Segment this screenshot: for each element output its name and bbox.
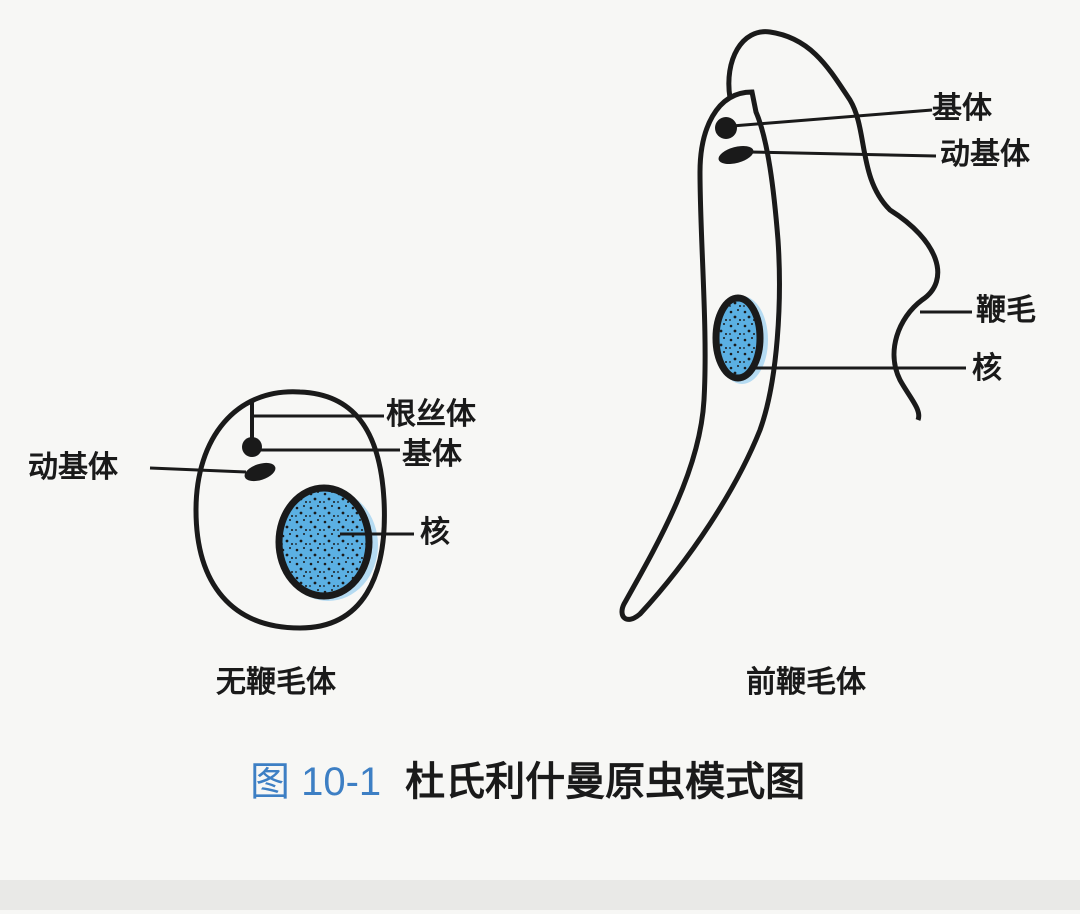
label-amastigote-name: 无鞭毛体 (216, 665, 336, 700)
label-rhizoplast: 根丝体 (386, 397, 476, 432)
promastigote-nucleus (712, 294, 764, 382)
figure-title: 杜氏利什曼原虫模式图 (405, 759, 806, 805)
leader-promastigote-kinetoplast (749, 150, 937, 158)
amastigote-nucleus (275, 484, 373, 600)
bottom-band (0, 880, 1080, 910)
promastigote-figure (619, 29, 972, 622)
label-promastigote-basal-body: 基体 (932, 91, 992, 126)
label-amastigote-basal-body: 基体 (402, 437, 462, 472)
amastigote-cell-outline (193, 389, 387, 631)
label-amastigote-kinetoplast: 动基体 (28, 450, 118, 485)
label-amastigote-nucleus: 核 (420, 515, 450, 550)
figure-number: 图 10-1 (250, 760, 382, 804)
label-promastigote-nucleus: 核 (972, 351, 1002, 386)
promastigote-flagellum (726, 29, 941, 421)
figure-caption: 图 10-1 杜氏利什曼原虫模式图 (250, 762, 805, 802)
label-promastigote-kinetoplast: 动基体 (940, 137, 1030, 172)
leader-promastigote-basal-body (731, 108, 933, 128)
amastigote-kinetoplast (244, 462, 276, 482)
label-promastigote-name: 前鞭毛体 (746, 665, 866, 700)
leader-amastigote-kinetoplast (149, 466, 247, 474)
amastigote-figure (149, 389, 414, 631)
promastigote-basal-body (715, 117, 737, 139)
promastigote-kinetoplast (718, 145, 754, 165)
amastigote-basal-body (242, 437, 262, 457)
label-flagellum: 鞭毛 (976, 293, 1036, 328)
promastigote-cell-outline (619, 89, 782, 622)
